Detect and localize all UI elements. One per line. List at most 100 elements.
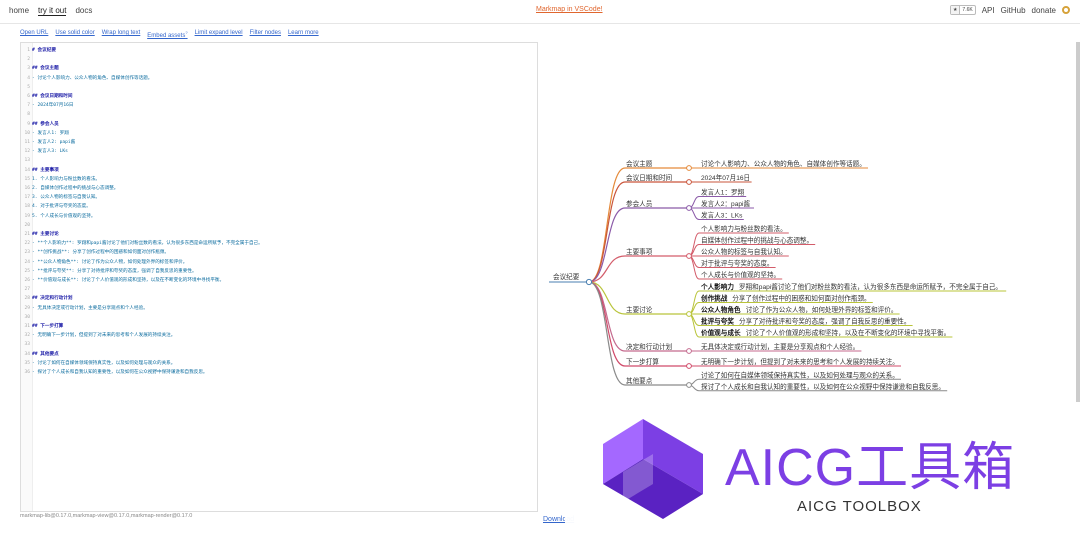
line-number: 33 <box>24 342 30 348</box>
line-text: 4. 对于批评与夸奖的态度。 <box>32 204 91 210</box>
line-text: ## 会议日期和时间 <box>32 94 73 99</box>
line-number: 2 <box>27 57 30 63</box>
nav-docs[interactable]: docs <box>75 6 93 15</box>
solid-color-link[interactable]: Use solid color <box>55 30 95 36</box>
editor-line[interactable]: 6## 会议日期和时间 <box>21 92 72 101</box>
editor-line[interactable]: 13 <box>21 156 32 165</box>
watermark: AICG工具箱 AICG TOOLBOX <box>565 400 1080 536</box>
leaf-text: 讨论了如何在自媒体领域保持真实性，以及如何处理与观众的关系。 <box>701 370 899 379</box>
branch-toggle-dot <box>686 205 692 211</box>
editor-line[interactable]: 31## 下一步打算 <box>21 322 63 331</box>
leaf-text: 个人成长与价值观的坚持。 <box>701 270 780 279</box>
line-number: 8 <box>27 112 30 118</box>
pane-divider[interactable] <box>537 42 538 512</box>
editor-line[interactable]: 34## 其他要点 <box>21 350 58 359</box>
line-text: 2. 自媒体创作过程中的挑战与心态调整。 <box>32 186 119 191</box>
editor-line[interactable]: 2 <box>21 55 32 64</box>
learn-more-link[interactable]: Learn more <box>287 30 319 36</box>
editor-line[interactable]: 21## 主要讨论 <box>21 230 58 239</box>
branch-toggle-dot <box>686 179 692 185</box>
mindmap-canvas[interactable]: 会议纪要会议主题讨论个人影响力、公众人物的角色、自媒体创作等话题。会议日期和时间… <box>539 42 1080 512</box>
line-number: 21 <box>24 232 30 237</box>
branch-toggle-dot <box>686 348 692 354</box>
embed-assets-label: Embed assets <box>147 33 186 39</box>
leaf-text: 讨论了个人价值观的形成和坚持，以及在不断变化的环境中寻找平衡。 <box>746 328 950 337</box>
line-text: 3. 公众人物的标签与自我认知。 <box>32 195 101 201</box>
line-text: 1. 个人影响力与粉丝数的看法。 <box>32 176 101 182</box>
line-text: - **公众人物角色**: 讨论了作为公众人物，如何处理外界的标签和评价。 <box>32 259 188 265</box>
star-icon: ★ <box>950 6 961 14</box>
mindmap-root-label: 会议纪要 <box>553 272 580 281</box>
nav-home[interactable]: home <box>9 6 30 15</box>
branch-connector <box>588 281 626 386</box>
editor-line[interactable]: 8 <box>21 110 32 119</box>
line-text: ## 主要事项 <box>32 167 59 173</box>
download-link[interactable]: Download <box>543 516 575 523</box>
theme-toggle-icon[interactable] <box>1062 6 1070 14</box>
branch-label: 参会人员 <box>626 199 653 208</box>
vscode-promo-link[interactable]: Markmap in VSCode! <box>536 6 603 13</box>
nav-api[interactable]: API <box>981 5 995 15</box>
editor-line[interactable]: 25- **批评与夸奖**: 分享了对待批评和夸奖的态度，强调了自我反思的重要性… <box>21 267 196 276</box>
editor-line[interactable]: 32- 无明确下一步计划，但提到了对未来的思考和个人发展的持续关注。 <box>21 331 175 340</box>
wrap-text-link[interactable]: Wrap long text <box>101 30 141 36</box>
page-scrollbar[interactable] <box>1076 42 1080 402</box>
editor-line[interactable]: 29- 无具体决定或行动计划，主要是分享观点和个人经验。 <box>21 304 147 313</box>
embed-assets-link[interactable]: Embed assets? <box>147 30 187 39</box>
star-count: 7.6K <box>962 7 973 13</box>
line-text: # 会议纪要 <box>32 48 56 53</box>
editor-line[interactable]: 4- 讨论个人影响力、公众人物的角色、自媒体创作等话题。 <box>21 74 152 83</box>
editor-line[interactable]: 3## 会议主题 <box>21 64 58 73</box>
line-number: 27 <box>24 287 30 293</box>
editor-line[interactable]: 10- 发言人1: 罗翔 <box>21 129 68 138</box>
filter-nodes-link[interactable]: Filter nodes <box>249 30 281 36</box>
root-toggle-dot <box>585 278 593 286</box>
line-number: 16 <box>24 186 30 191</box>
editor-line[interactable]: 5 <box>21 83 32 92</box>
nav-github[interactable]: GitHub <box>1000 5 1026 15</box>
nav-try-it-out[interactable]: try it out <box>38 6 67 16</box>
line-text: - 讨论了如何在自媒体领域保持真实性，以及如何处理与观众的关系。 <box>32 360 176 366</box>
editor-line[interactable]: 1# 会议纪要 <box>21 46 56 55</box>
editor-line[interactable]: 33 <box>21 340 32 349</box>
line-number: 25 <box>24 268 30 274</box>
editor-line[interactable]: 7- 2024年07月16日 <box>21 101 73 110</box>
leaf-bold-label: 公众人物角色 <box>701 305 741 314</box>
line-text: - **创作挑战**: 分享了创作过程中的困惑和如何面对创作瓶颈。 <box>32 250 169 256</box>
editor-line[interactable]: 23- **创作挑战**: 分享了创作过程中的困惑和如何面对创作瓶颈。 <box>21 248 169 257</box>
line-number: 9 <box>27 121 30 127</box>
github-stars-badge[interactable]: ★ 7.6K <box>949 5 976 15</box>
editor-line[interactable]: 11- 发言人2: papi酱 <box>21 138 75 147</box>
editor-line[interactable]: 14## 主要事项 <box>21 166 59 175</box>
editor-line[interactable]: 36- 探讨了个人成长和自我认知的重要性，以及如何在公众视野中保持谦逊和自我反思… <box>21 368 207 377</box>
editor-line[interactable]: 9## 参会人员 <box>21 120 58 129</box>
editor-line[interactable]: 30 <box>21 313 32 322</box>
line-text: - 讨论个人影响力、公众人物的角色、自媒体创作等话题。 <box>32 75 153 81</box>
branch-connector <box>588 181 626 283</box>
editor-line[interactable]: 35- 讨论了如何在自媒体领域保持真实性，以及如何处理与观众的关系。 <box>21 359 175 368</box>
nav-donate[interactable]: donate <box>1031 5 1056 15</box>
editor-line[interactable]: 26- **价值观与成长**: 讨论了个人价值观的形成和坚持，以及在不断变化的环… <box>21 276 224 285</box>
leaf-text: 发言人3：LKs <box>701 211 743 220</box>
line-number: 10 <box>24 130 30 136</box>
editor-line[interactable]: 22- **个人影响力**: 罗翔和papi酱讨论了他们对粉丝数的看法，认为很多… <box>21 239 262 248</box>
leaf-text: 探讨了个人成长和自我认知的重要性，以及如何在公众视野中保持谦逊和自我反思。 <box>701 382 945 391</box>
limit-expand-link[interactable]: Limit expand level <box>194 30 243 36</box>
editor-line[interactable]: 12- 发言人3: LKs <box>21 147 67 156</box>
line-number: 6 <box>27 94 30 99</box>
editor-line[interactable]: 28## 决定和行动计划 <box>21 294 72 303</box>
line-number: 32 <box>24 333 30 339</box>
editor-line[interactable]: 27 <box>21 285 32 294</box>
leaf-text: 发言人2：papi酱 <box>701 199 751 208</box>
line-text: - 2024年07月16日 <box>32 103 74 109</box>
open-url-link[interactable]: Open URL <box>20 30 49 36</box>
line-text: ## 下一步打算 <box>32 324 64 329</box>
editor-line[interactable]: 20 <box>21 221 32 230</box>
editor-line[interactable]: 24- **公众人物角色**: 讨论了作为公众人物，如何处理外界的标签和评价。 <box>21 258 187 267</box>
